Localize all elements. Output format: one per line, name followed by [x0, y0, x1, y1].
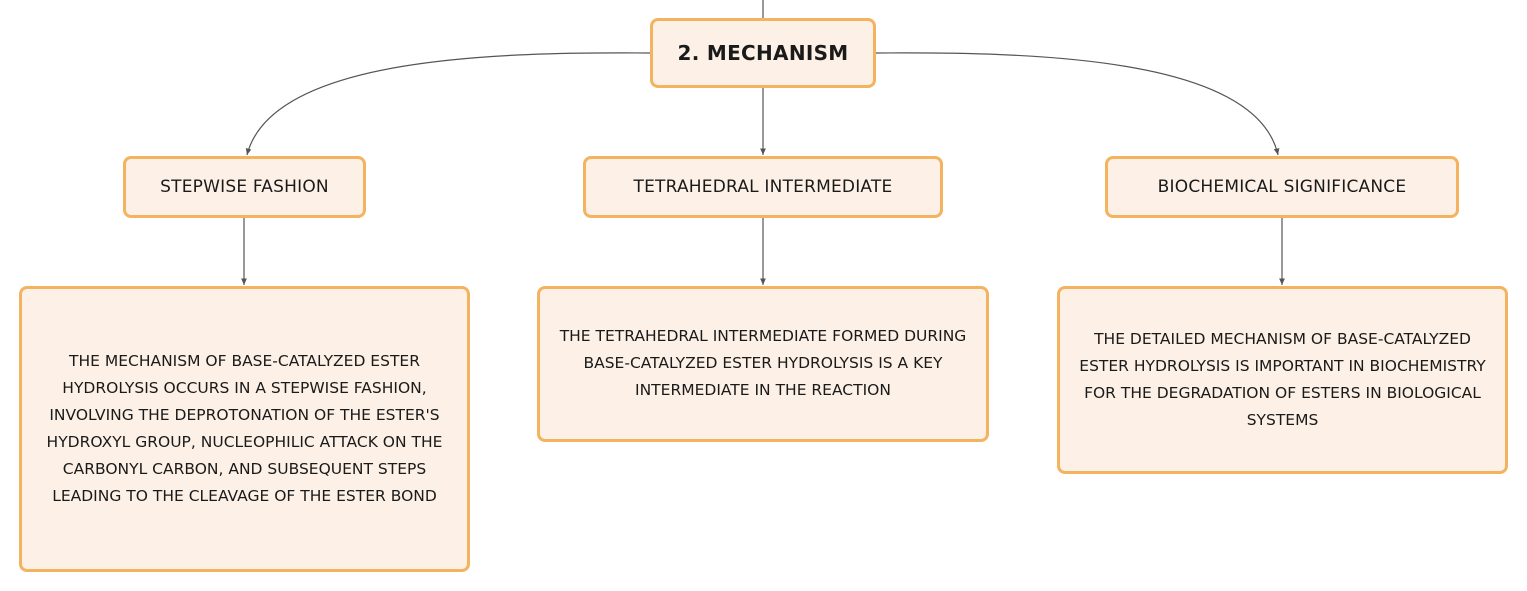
detail-node-tetrahedral-intermediate[interactable]: THE TETRAHEDRAL INTERMEDIATE FORMED DURI… — [537, 286, 989, 442]
root-node-mechanism[interactable]: 2. MECHANISM — [650, 18, 876, 88]
branch-node-label: TETRAHEDRAL INTERMEDIATE — [633, 177, 893, 197]
detail-node-text: THE TETRAHEDRAL INTERMEDIATE FORMED DURI… — [559, 327, 967, 399]
detail-node-biochemical-significance[interactable]: THE DETAILED MECHANISM OF BASE-CATALYZED… — [1057, 286, 1508, 474]
branch-node-biochemical-significance[interactable]: BIOCHEMICAL SIGNIFICANCE — [1105, 156, 1459, 218]
detail-node-text: THE MECHANISM OF BASE-CATALYZED ESTER HY… — [46, 352, 443, 505]
branch-node-label: BIOCHEMICAL SIGNIFICANCE — [1157, 177, 1407, 197]
root-node-label: 2. MECHANISM — [677, 41, 849, 65]
branch-node-tetrahedral-intermediate[interactable]: TETRAHEDRAL INTERMEDIATE — [583, 156, 943, 218]
detail-node-text: THE DETAILED MECHANISM OF BASE-CATALYZED… — [1079, 330, 1486, 429]
detail-node-stepwise-fashion[interactable]: THE MECHANISM OF BASE-CATALYZED ESTER HY… — [19, 286, 470, 572]
branch-node-stepwise-fashion[interactable]: STEPWISE FASHION — [123, 156, 366, 218]
connector-root-to-biochemical — [875, 52, 1280, 156]
connector-root-to-stepwise — [245, 52, 651, 156]
branch-node-label: STEPWISE FASHION — [160, 177, 329, 197]
